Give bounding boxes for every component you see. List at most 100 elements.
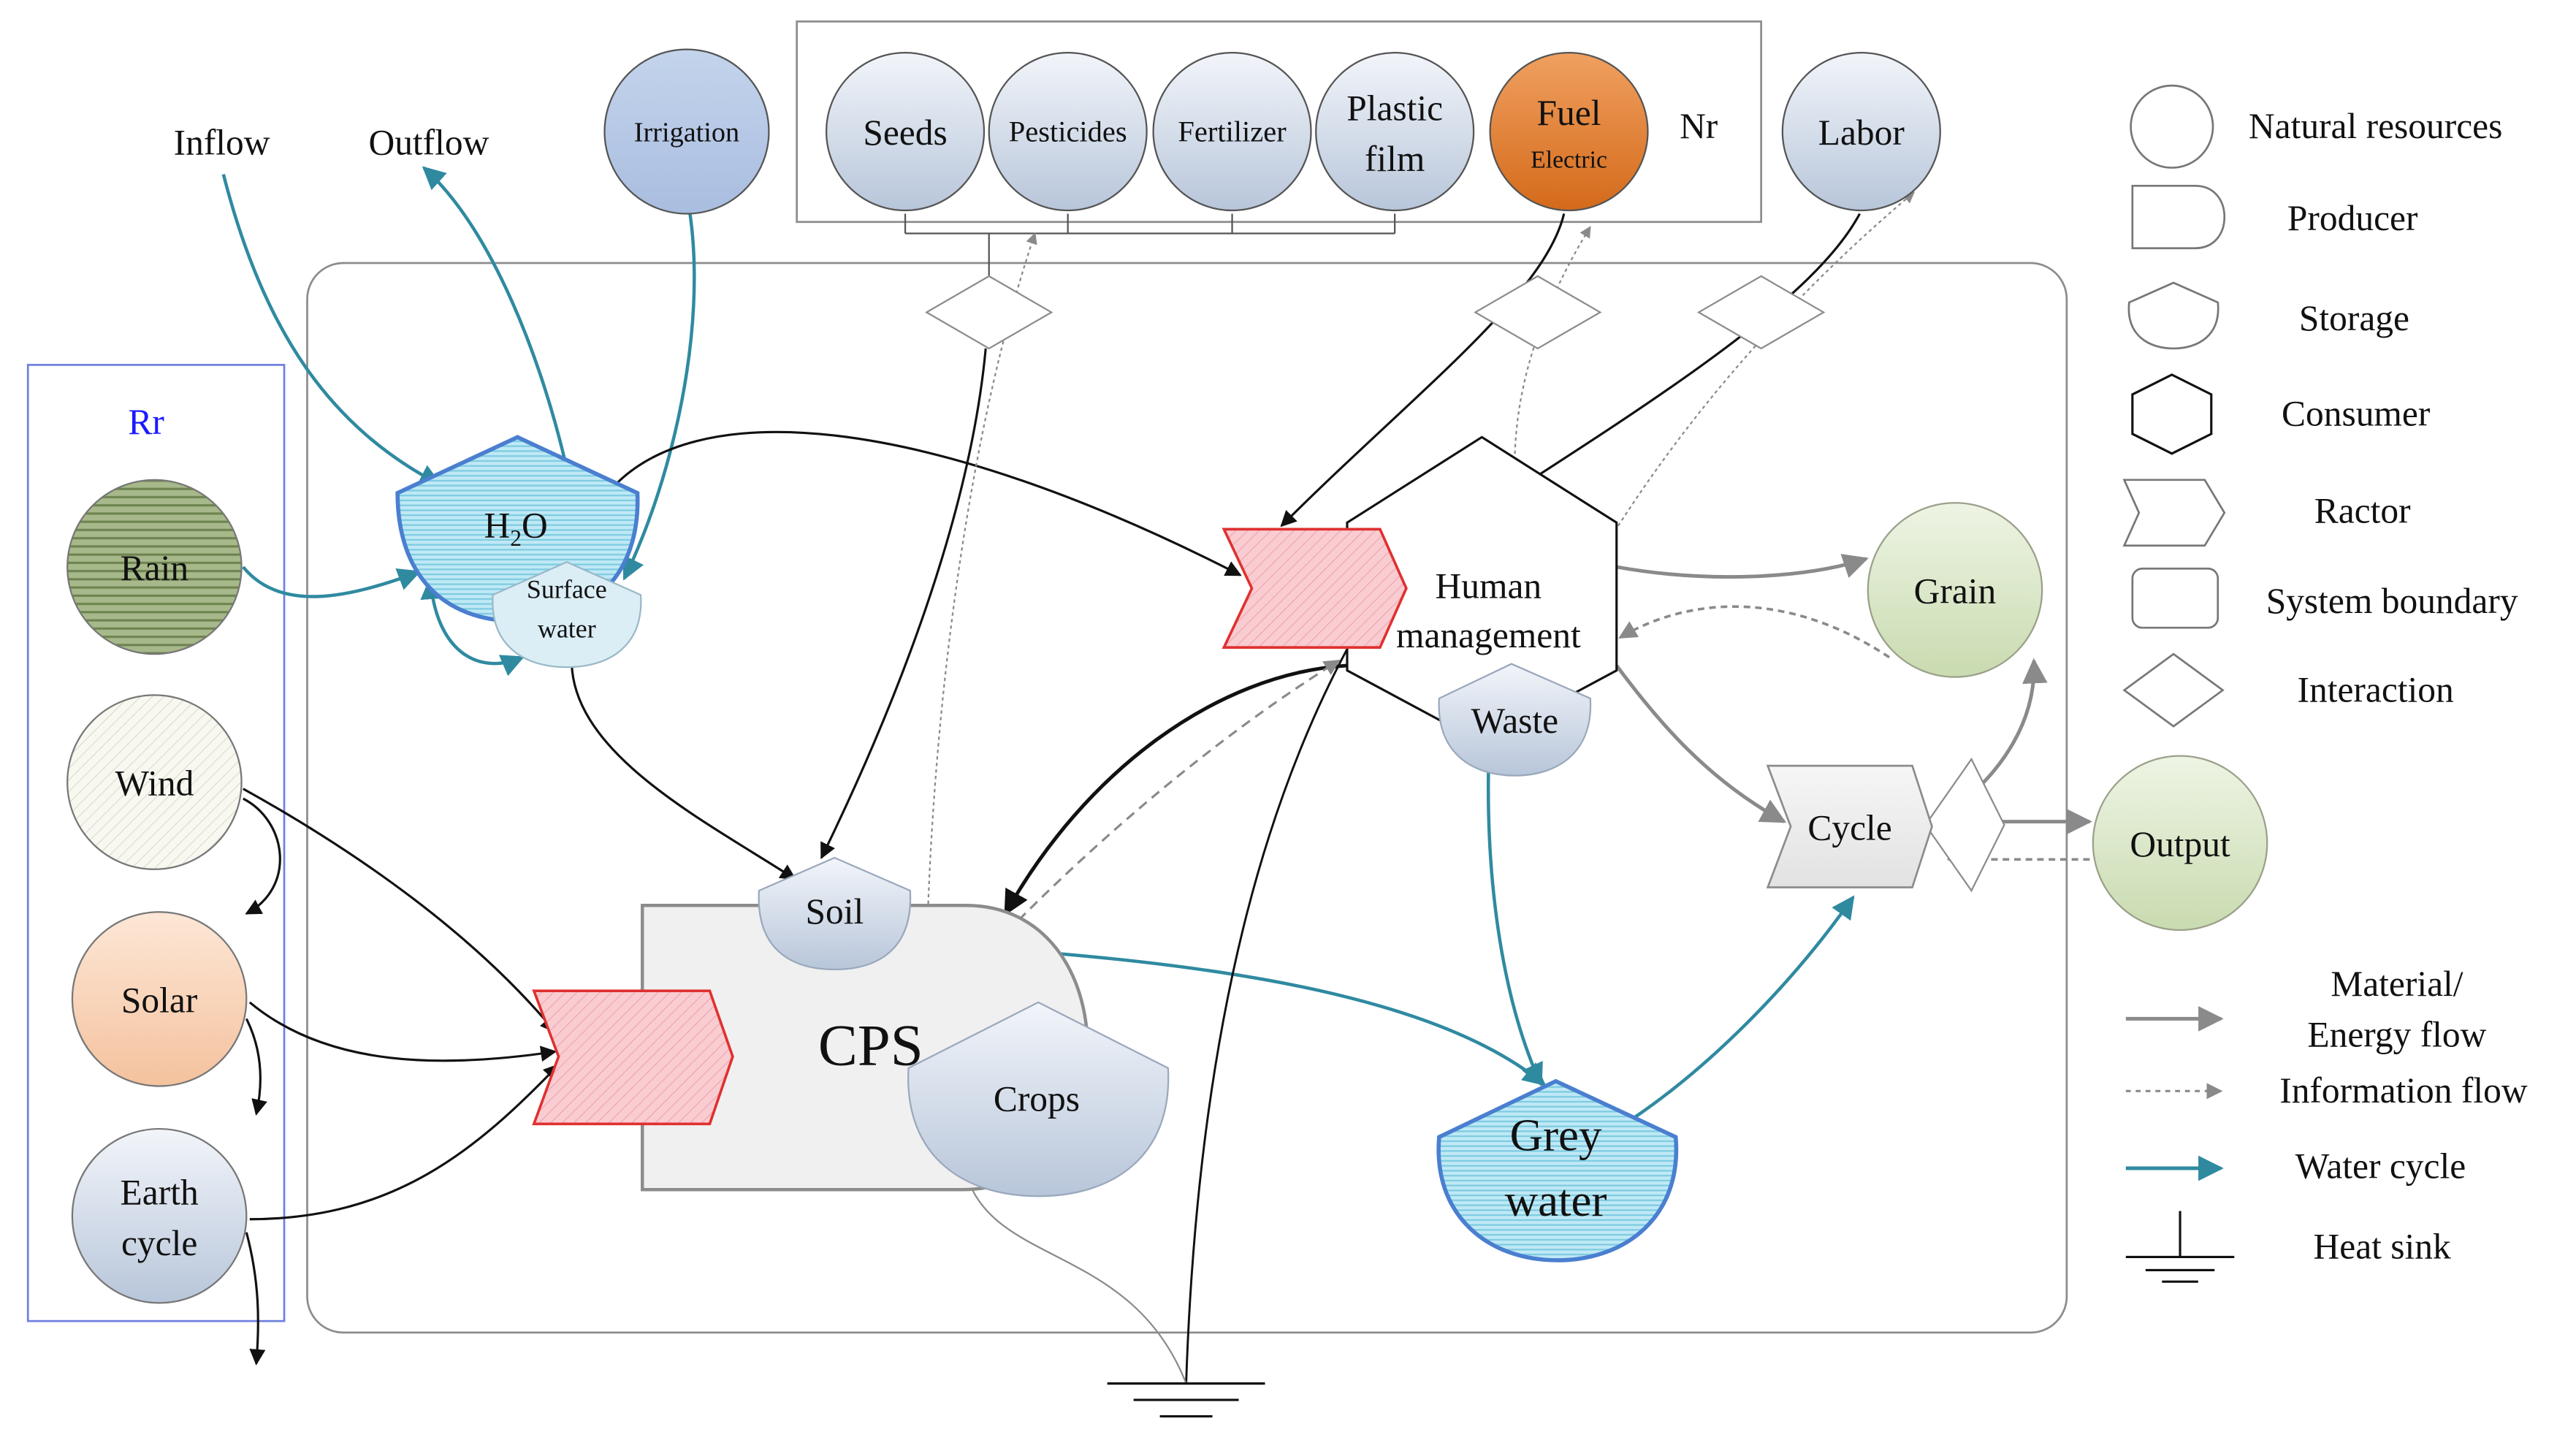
legend: Natural resources Producer Storage Consu… bbox=[2122, 84, 2528, 1283]
grey-water-label-line2: water bbox=[1505, 1175, 1607, 1226]
grey-water-storage: Grey water bbox=[1436, 1078, 1679, 1263]
flow-earth-reactor bbox=[249, 1063, 560, 1221]
flow-fuel-reactor bbox=[1280, 213, 1566, 528]
surface-water-label-line2: water bbox=[538, 614, 596, 644]
crops-storage: Crops bbox=[907, 1001, 1170, 1197]
flow-h2o-outflow bbox=[422, 166, 569, 469]
flow-solar-reactor bbox=[248, 1001, 557, 1062]
cps-reactor bbox=[532, 989, 734, 1126]
flow-wind-down bbox=[243, 797, 281, 915]
legend-water-cycle-label: Water cycle bbox=[2295, 1146, 2466, 1187]
waste-label: Waste bbox=[1471, 701, 1559, 741]
grain-label: Grain bbox=[1914, 571, 1997, 611]
interaction-diamond-labor bbox=[1696, 275, 1826, 350]
human-management-consumer bbox=[1346, 435, 1618, 744]
plastic-film-label-line1: Plastic bbox=[1346, 88, 1443, 128]
legend-material-flow-label-line2: Energy flow bbox=[2307, 1015, 2486, 1055]
cycle-label: Cycle bbox=[1807, 807, 1891, 848]
flow-solar-down bbox=[245, 1018, 267, 1116]
legend-natural-resources-icon bbox=[2130, 84, 2214, 169]
irrigation-node bbox=[603, 48, 770, 215]
legend-information-flow-label: Information flow bbox=[2279, 1070, 2528, 1111]
output-label: Output bbox=[2130, 824, 2230, 864]
fuel-node bbox=[1489, 52, 1649, 212]
legend-interaction-label: Interaction bbox=[2298, 669, 2454, 709]
flow-rain-h2o bbox=[242, 565, 422, 598]
flow-earth-down bbox=[245, 1232, 266, 1366]
legend-consumer-icon bbox=[2131, 373, 2213, 455]
cycle-reactor bbox=[1766, 764, 1933, 888]
nr-group-box bbox=[796, 20, 1762, 224]
soil-storage: Soil bbox=[758, 856, 912, 971]
labor-label: Labor bbox=[1818, 113, 1905, 153]
legend-reactor-icon bbox=[2122, 479, 2226, 547]
flow-waste-greywater bbox=[1486, 772, 1543, 1087]
interaction-diamonds bbox=[925, 275, 2005, 893]
flow-surface-h2o-loop bbox=[420, 576, 525, 677]
legend-system-boundary-icon bbox=[2131, 567, 2219, 629]
legend-system-boundary-label: System boundary bbox=[2266, 581, 2518, 621]
interaction-diamond-fuel bbox=[1474, 275, 1602, 350]
legend-natural-resources-label: Natural resources bbox=[2249, 106, 2503, 146]
flow-human-cps bbox=[1004, 663, 1348, 916]
flow-info-cps-nr bbox=[927, 232, 1037, 905]
output-node bbox=[2092, 755, 2268, 932]
plastic-film-label-line2: film bbox=[1365, 139, 1425, 179]
fertilizer-label: Fertilizer bbox=[1178, 115, 1287, 148]
rr-resources: Rr Rain Wind Solar Earth cycle bbox=[66, 402, 248, 1304]
flow-h2o-reactor bbox=[606, 430, 1242, 576]
flow-irrigation-surface bbox=[622, 213, 696, 581]
heat-sink-symbol bbox=[1107, 1382, 1265, 1418]
seeds-node bbox=[825, 52, 986, 212]
fertilizer-node bbox=[1152, 52, 1312, 212]
flow-info-human-labor bbox=[1617, 191, 1915, 527]
system-boundary bbox=[306, 262, 2068, 1334]
plastic-film-node bbox=[1315, 52, 1475, 212]
grey-water-label-line1: Grey bbox=[1510, 1109, 1602, 1160]
legend-reactor-label: Ractor bbox=[2314, 490, 2411, 530]
wind-label: Wind bbox=[115, 763, 194, 804]
rain-label: Rain bbox=[121, 548, 188, 588]
irrigation-label: Irrigation bbox=[634, 118, 739, 148]
flow-human-grain bbox=[1616, 554, 1869, 579]
legend-consumer-label: Consumer bbox=[2282, 394, 2431, 434]
fuel-label: Fuel bbox=[1537, 93, 1601, 133]
outflow-label: Outflow bbox=[368, 123, 489, 163]
solar-label: Solar bbox=[121, 980, 198, 1020]
nr-label: Nr bbox=[1680, 106, 1718, 146]
earth-cycle-label-line2: cycle bbox=[121, 1223, 197, 1263]
rr-label: Rr bbox=[128, 402, 164, 442]
rr-group-box bbox=[26, 364, 286, 1322]
legend-material-flow-label-line1: Material/ bbox=[2331, 964, 2463, 1004]
human-management-label-line1: Human bbox=[1436, 566, 1542, 606]
surface-water-label-line1: Surface bbox=[527, 575, 607, 604]
wind-node bbox=[66, 694, 243, 870]
legend-producer-label: Producer bbox=[2287, 198, 2418, 238]
flow-surface-soil bbox=[570, 663, 797, 880]
legend-heat-sink-label: Heat sink bbox=[2314, 1227, 2451, 1267]
flow-human-cycle bbox=[1615, 664, 1787, 823]
flow-crops-heatsink bbox=[968, 1182, 1187, 1385]
soil-label: Soil bbox=[805, 891, 864, 932]
nr-resources: Seeds Pesticides Fertilizer Plastic film… bbox=[825, 52, 1941, 212]
legend-storage-icon bbox=[2127, 281, 2219, 350]
pesticides-label: Pesticides bbox=[1009, 115, 1127, 148]
cps-label: CPS bbox=[818, 1012, 923, 1078]
flow-human-heatsink bbox=[1185, 648, 1349, 1384]
earth-cycle-label-line1: Earth bbox=[121, 1173, 199, 1213]
grain-node bbox=[1867, 502, 2043, 678]
electric-label: Electric bbox=[1531, 147, 1607, 174]
pesticides-node bbox=[988, 52, 1148, 212]
earth-cycle-node bbox=[71, 1127, 248, 1304]
interaction-diamond-cycle bbox=[1924, 757, 2005, 893]
management-reactor bbox=[1222, 528, 1408, 649]
human-management-label-line2: management bbox=[1396, 615, 1581, 655]
seeds-label: Seeds bbox=[863, 113, 947, 153]
waste-storage: Waste bbox=[1438, 663, 1592, 777]
flow-wind-reactor bbox=[243, 788, 557, 1034]
legend-heat-sink-icon bbox=[2125, 1211, 2235, 1283]
solar-node bbox=[71, 911, 248, 1087]
flow-inflow-h2o bbox=[221, 173, 443, 487]
legend-storage-label: Storage bbox=[2299, 298, 2409, 338]
flow-nr-soil bbox=[820, 348, 987, 860]
